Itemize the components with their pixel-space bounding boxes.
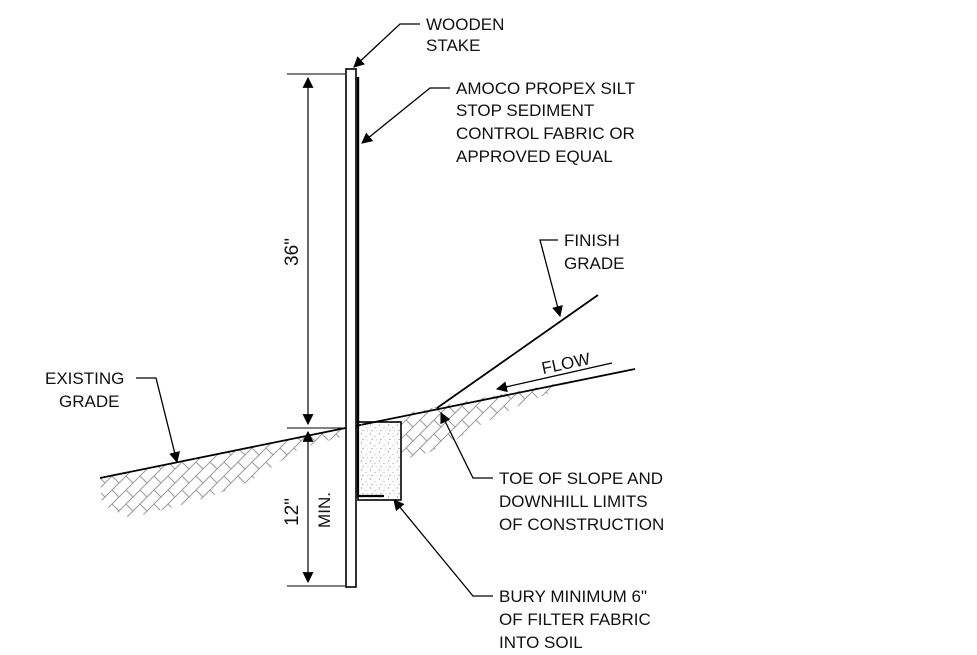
dimension-36-label: 36" <box>282 238 303 266</box>
fabric-label-2: STOP SEDIMENT <box>456 101 594 120</box>
existing-grade-label-2: GRADE <box>59 392 119 411</box>
trench-backfill <box>357 421 402 501</box>
fabric-label-4: APPROVED EQUAL <box>456 147 613 166</box>
dimension-min-label: MIN. <box>315 492 334 528</box>
bury-label-2: OF FILTER FABRIC <box>499 610 651 629</box>
wooden-stake <box>345 68 357 588</box>
fabric-callout: AMOCO PROPEX SILT STOP SEDIMENT CONTROL … <box>361 79 635 166</box>
soil-hatching-left <box>100 428 346 518</box>
existing-grade-callout: EXISTING GRADE <box>45 369 180 464</box>
finish-grade-line <box>436 294 599 409</box>
finish-grade-label-2: GRADE <box>564 254 624 273</box>
buried-fabric <box>356 428 384 498</box>
bury-label-3: INTO SOIL <box>499 633 583 652</box>
bury-callout: BURY MINIMUM 6" OF FILTER FABRIC INTO SO… <box>393 499 651 652</box>
dimension-12-label: 12" <box>282 498 303 526</box>
dimension-12: 12" MIN. <box>282 430 345 587</box>
wooden-stake-label-1: WOODEN <box>426 15 504 34</box>
soil-hatching-right <box>400 380 575 460</box>
fabric-label-1: AMOCO PROPEX SILT <box>456 79 635 98</box>
toe-of-slope-callout: TOE OF SLOPE AND DOWNHILL LIMITS OF CONS… <box>440 412 664 534</box>
finish-grade-callout: FINISH GRADE <box>539 231 624 318</box>
finish-grade-label-1: FINISH <box>564 231 620 250</box>
dimension-36: 36" <box>282 73 345 429</box>
bury-label-1: BURY MINIMUM 6" <box>499 587 647 606</box>
wooden-stake-label-2: STAKE <box>426 36 480 55</box>
existing-grade-label-1: EXISTING <box>45 369 124 388</box>
toe-of-slope-label-1: TOE OF SLOPE AND <box>499 469 663 488</box>
wooden-stake-callout: WOODEN STAKE <box>353 15 504 68</box>
flow-indicator: FLOW <box>495 349 613 393</box>
fabric-label-3: CONTROL FABRIC OR <box>456 124 635 143</box>
toe-of-slope-label-3: OF CONSTRUCTION <box>499 515 664 534</box>
toe-of-slope-label-2: DOWNHILL LIMITS <box>499 492 648 511</box>
